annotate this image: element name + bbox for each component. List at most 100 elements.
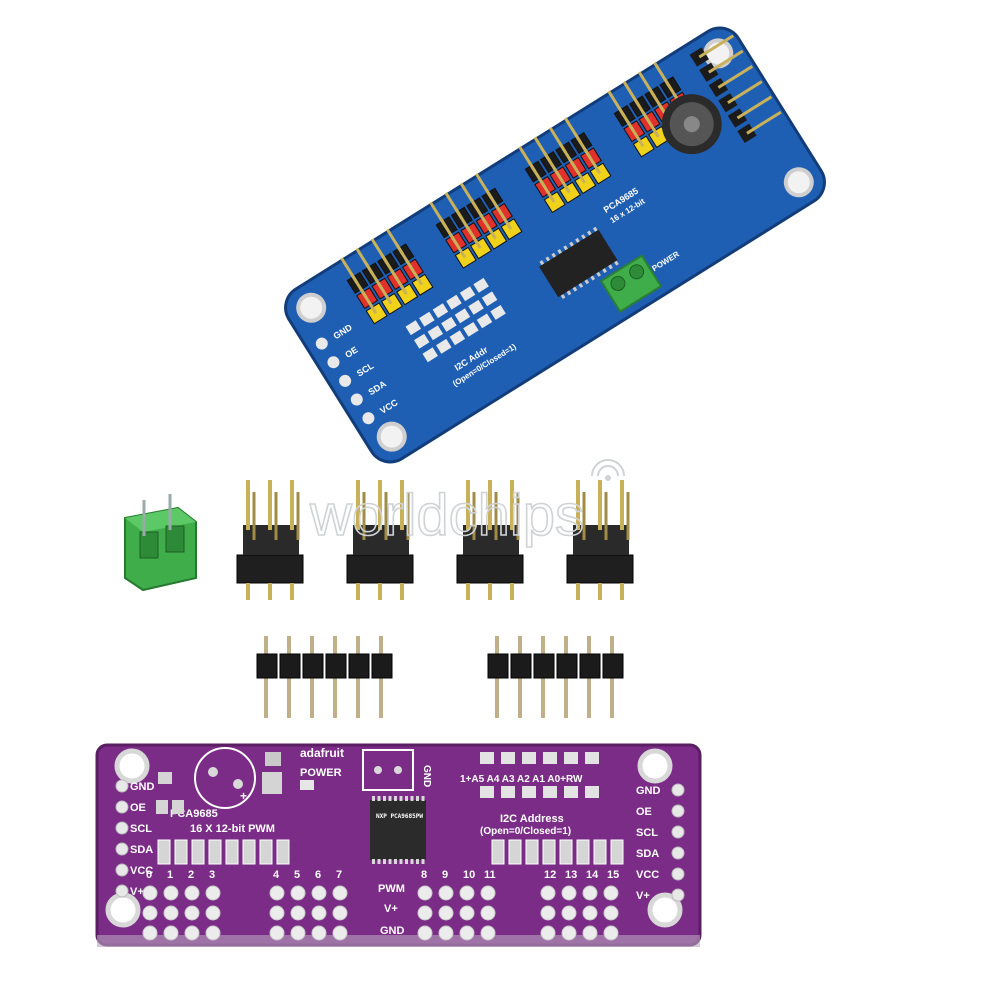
channel-hole: [184, 905, 200, 921]
channel-hole: [540, 885, 556, 901]
i2c-title: I2C Address: [500, 813, 564, 825]
mount-hole: [647, 892, 683, 928]
power-led: [300, 780, 314, 790]
address-jumper-pad: [564, 752, 578, 764]
addr-header-label: 1+A5 A4 A3 A2 A1 A0+RW: [460, 774, 583, 785]
watermark-text: worldchips: [309, 483, 584, 548]
channel-hole: [205, 885, 221, 901]
blue-solder-pad: [459, 286, 476, 302]
channel-number: 5: [294, 869, 300, 881]
channel-hole: [184, 925, 200, 941]
left-pin-pad: [115, 821, 129, 835]
left-pin-label: SDA: [130, 844, 153, 856]
blue-address-pads: [405, 277, 506, 363]
channel-hole: [438, 925, 454, 941]
left-pin-pad: [115, 884, 129, 898]
channel-number: 10: [463, 869, 475, 881]
channel-hole: [142, 925, 158, 941]
resistor: [259, 839, 273, 865]
left-pin-label: SCL: [130, 823, 152, 835]
mount-hole: [114, 748, 150, 784]
blue-solder-pad: [422, 347, 438, 363]
brand-label: adafruit: [300, 746, 344, 760]
right-pin-pad: [671, 783, 685, 797]
channel-hole: [311, 925, 327, 941]
row-label-vplus: V+: [384, 903, 398, 915]
header-1x6: [487, 636, 624, 718]
pca9685-chip: [370, 800, 426, 860]
blue-solder-pad: [454, 308, 471, 324]
channel-hole: [332, 905, 348, 921]
right-pin-pad: [671, 888, 685, 902]
blue-solder-pad: [419, 311, 435, 327]
channel-number: 7: [336, 869, 342, 881]
right-pin-pad: [671, 825, 685, 839]
power-jack-outline: [362, 749, 414, 791]
row-label-pwm: PWM: [378, 883, 405, 895]
bit-label: 16 X 12-bit PWM: [190, 823, 275, 835]
channel-hole: [480, 925, 496, 941]
blue-pca9685-board: GND OE SCL SDA VCC I2C Addr (Open=0/Clos…: [284, 26, 826, 464]
channel-number: 1: [167, 869, 173, 881]
channel-hole: [603, 925, 619, 941]
resistor: [610, 839, 624, 865]
i2c-subtitle: (Open=0/Closed=1): [480, 826, 571, 837]
channel-hole: [603, 885, 619, 901]
resistor: [559, 839, 573, 865]
right-pin-pad: [671, 804, 685, 818]
channel-hole: [561, 905, 577, 921]
channel-hole: [269, 925, 285, 941]
blue-solder-pad: [473, 277, 489, 293]
resistor: [242, 839, 256, 865]
channel-hole: [417, 925, 433, 941]
channel-number: 2: [188, 869, 194, 881]
channel-hole: [438, 885, 454, 901]
channel-hole: [561, 885, 577, 901]
blue-solder-pad: [432, 303, 449, 319]
channel-hole: [184, 885, 200, 901]
blue-solder-pad: [476, 313, 493, 329]
header-2x3: [346, 480, 414, 600]
header-2x3: [566, 480, 634, 600]
purple-pca9685-board: + adafruit POWER GND NXP PCA9685PW PCA96…: [95, 743, 702, 947]
blue-solder-pad: [468, 299, 484, 315]
wifi-icon: [591, 459, 625, 481]
resistor: [191, 839, 205, 865]
right-pin-label: OE: [636, 806, 652, 818]
channel-number: 15: [607, 869, 619, 881]
left-pin-pad: [115, 842, 129, 856]
power-label: POWER: [300, 767, 342, 779]
channel-hole: [459, 925, 475, 941]
channel-hole: [603, 905, 619, 921]
address-jumper-pad: [501, 786, 515, 798]
channel-number: 8: [421, 869, 427, 881]
channel-number: 14: [586, 869, 599, 881]
channel-hole: [540, 905, 556, 921]
blue-left-pads: [315, 337, 375, 425]
blue-solder-pad: [449, 330, 466, 346]
svg-text:+: +: [240, 789, 247, 803]
left-pin-pad: [115, 800, 129, 814]
blue-solder-pad: [463, 321, 479, 337]
blue-solder-pad: [414, 333, 430, 349]
resistor: [225, 839, 239, 865]
mount-hole: [105, 892, 141, 928]
blue-solder-pad: [446, 294, 462, 310]
blue-solder-pad: [405, 320, 422, 336]
address-jumper-pad: [585, 752, 599, 764]
channel-hole: [582, 925, 598, 941]
left-pin-pad: [115, 863, 129, 877]
channel-hole: [142, 885, 158, 901]
right-pin-label: V+: [636, 890, 650, 902]
channel-hole: [582, 905, 598, 921]
channel-hole: [417, 905, 433, 921]
mount-hole: [637, 748, 673, 784]
address-jumper-pad: [522, 752, 536, 764]
channel-hole: [459, 885, 475, 901]
header-2x3: [456, 480, 524, 600]
channel-hole: [290, 905, 306, 921]
channel-hole: [311, 905, 327, 921]
left-pin-label: GND: [130, 781, 155, 793]
channel-hole: [142, 905, 158, 921]
